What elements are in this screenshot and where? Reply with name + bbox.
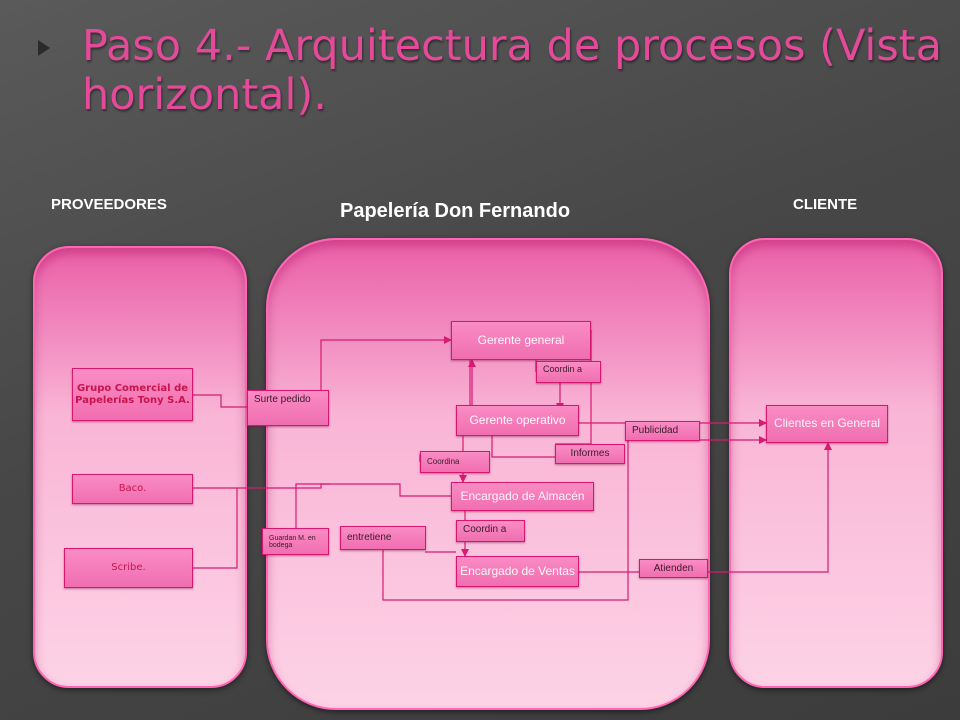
section-label-company: Papelería Don Fernando: [340, 200, 571, 222]
client-panel: [729, 238, 943, 688]
role-encargado-ventas: Encargado de Ventas: [456, 556, 579, 587]
role-gerente-operativo: Gerente operativo: [456, 405, 579, 436]
slide-title: Paso 4.- Arquitectura de procesos (Vista…: [82, 21, 942, 120]
connector-go-informes: [491, 432, 555, 458]
company-panel: [266, 238, 710, 710]
label-coordina-2: Coordina: [420, 451, 490, 473]
role-encargado-almacen: Encargado de Almacén: [451, 482, 594, 511]
supplier-baco: Baco.: [72, 474, 193, 504]
connector-surte-to-gerente-general: [320, 336, 452, 390]
connector-grupo-to-surte: [193, 394, 247, 408]
label-coordina-3: Coordin a: [456, 520, 525, 542]
label-surte-pedido: Surte pedido: [247, 390, 329, 426]
supplier-scribe: Scribe.: [64, 548, 193, 588]
supplier-grupo-comercial: Grupo Comercial de Papelerías Tony S.A.: [72, 368, 193, 421]
connector-guardan-to-almacen: [295, 483, 330, 528]
label-publicidad: Publicidad: [625, 421, 700, 441]
label-guardan-bodega: Guardan M. en bodega: [262, 528, 329, 555]
label-coordina-1: Coordin a: [536, 361, 601, 383]
section-label-client: CLIENTE: [793, 196, 858, 213]
connector-atienden-to-clientes: [708, 442, 832, 573]
client-clientes-general: Clientes en General: [766, 405, 888, 443]
section-label-providers: PROVEEDORES: [51, 196, 167, 213]
title-bullet-icon: [38, 40, 50, 56]
providers-panel: [33, 246, 247, 688]
connector-ventas-loop: [382, 440, 629, 601]
label-entretiene: entretiene: [340, 526, 426, 550]
label-atienden: Atienden: [639, 559, 708, 578]
connector-almacen-to-baco: [193, 483, 451, 497]
connector-baco-scribe-link: [193, 488, 238, 569]
role-gerente-general: Gerente general: [451, 321, 591, 360]
label-informes: Informes: [555, 444, 625, 464]
